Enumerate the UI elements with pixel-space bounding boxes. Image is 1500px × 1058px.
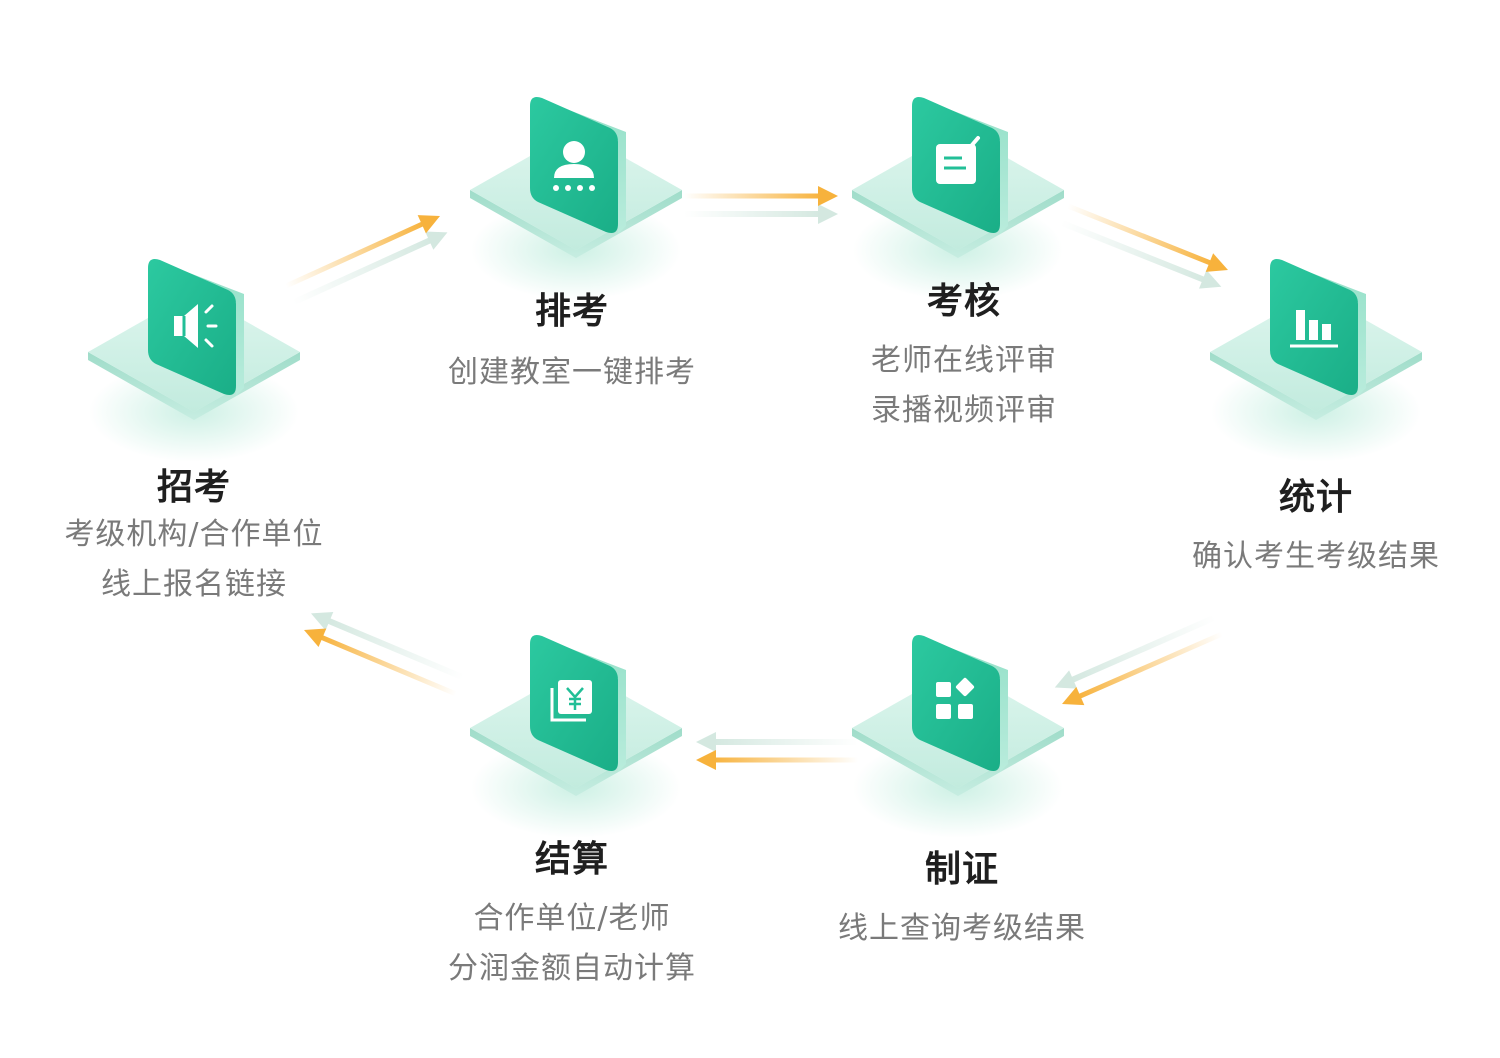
flow-arrow-line [1075,631,1224,700]
step-title: 排考 [534,291,609,332]
step-title: 制证 [924,849,999,890]
flow-arrow-head [818,186,838,206]
step-review-label: 考核 老师在线评审 录播视频评审 [774,280,1154,436]
step-description-line: 合作单位/老师 [473,901,671,936]
flow-arrow-line [684,193,822,199]
step-description-line: 创建教室一键排考 [448,355,696,390]
step-description-line: 考级机构/合作单位 [64,517,324,552]
note-pen-icon [936,136,980,184]
flow-arrow-head [304,628,327,647]
step-description-line: 确认考生考级结果 [1192,539,1440,574]
bar-chart-icon [1290,310,1338,348]
step-settle-label: 结算 合作单位/老师 分润金额自动计算 [382,838,762,994]
step-description-line: 录播视频评审 [871,393,1057,428]
step-recruit-node [88,259,300,462]
step-title: 考核 [926,281,1001,322]
arrows-layer [284,186,1228,770]
step-title: 招考 [156,467,231,508]
step-stats-node [1210,259,1422,462]
step-description: 合作单位/老师 分润金额自动计算 [382,894,762,994]
step-certify-node [852,635,1064,838]
flow-arrow [1060,203,1228,289]
flow-arrow [696,732,858,770]
flow-arrow [304,611,465,697]
step-description: 创建教室一键排考 [382,348,762,398]
step-title: 结算 [534,839,609,880]
step-description: 线上查询考级结果 [772,904,1152,954]
step-description: 老师在线评审 录播视频评审 [774,336,1154,436]
flow-arrow-head [417,215,441,234]
step-schedule-label: 排考 创建教室一键排考 [382,290,762,398]
flow-arrow-head [696,750,716,770]
yuan-card-icon [550,680,592,722]
icon-tile [912,635,1000,771]
step-description-line: 分润金额自动计算 [448,951,696,986]
flow-arrow-shadow [292,231,448,306]
step-description-line: 老师在线评审 [871,343,1057,378]
step-stats-label: 统计 确认考生考级结果 [1126,476,1500,582]
blocks-icon [936,677,975,719]
flow-arrow-line [284,220,427,289]
step-description-line: 线上报名链接 [101,567,287,602]
flow-arrow-line [712,757,858,763]
step-description: 确认考生考级结果 [1126,532,1500,582]
flow-arrow-shadow [696,732,858,752]
flow-arrow-head [1062,686,1085,706]
flow-arrow [284,215,448,306]
step-certify-label: 制证 线上查询考级结果 [772,848,1152,954]
flow-arrow-line [1067,203,1215,267]
flow-arrow [684,186,838,224]
step-recruit-label: 招考 考级机构/合作单位 线上报名链接 [4,466,384,610]
step-description: 考级机构/合作单位 线上报名链接 [4,510,384,610]
flow-arrow-line [317,633,457,697]
flow-arrow [1054,614,1224,706]
nodes-layer [88,97,1422,838]
flow-arrow-shadow [684,204,838,224]
flow-arrow-shadow [1060,219,1222,289]
megaphone-icon [174,304,218,348]
step-schedule-node [470,97,682,300]
step-title: 统计 [1278,477,1353,518]
step-settle-node [470,635,682,838]
flow-arrow-shadow [310,611,465,681]
flow-arrow-head [1205,253,1228,272]
step-description-line: 线上查询考级结果 [838,911,1086,946]
step-review-node [852,97,1064,300]
person-icon [553,141,595,191]
flow-arrow-shadow [1054,614,1216,689]
